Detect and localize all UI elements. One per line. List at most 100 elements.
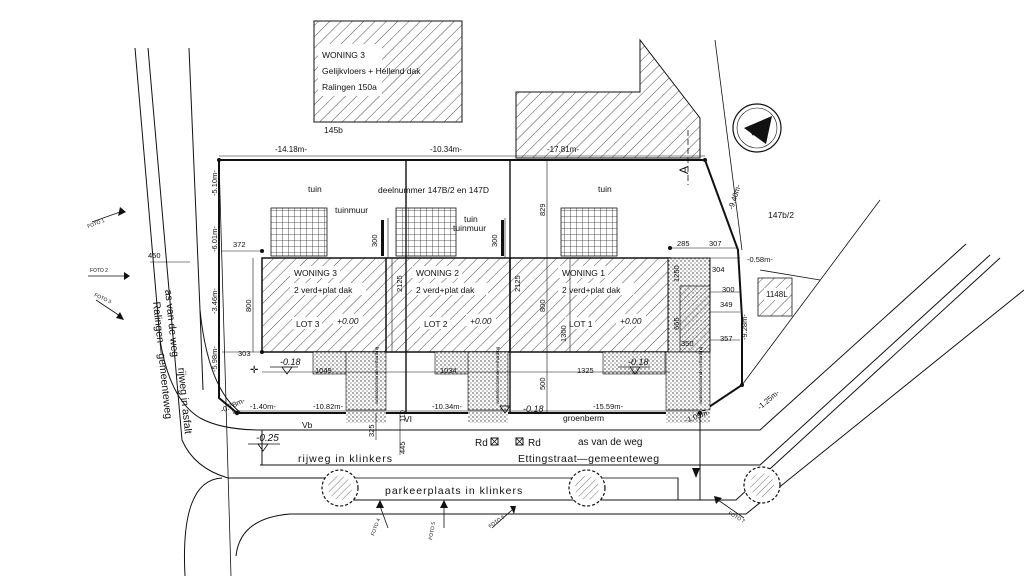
tree bbox=[568, 469, 606, 507]
groenberm-label: groenberm bbox=[563, 413, 604, 423]
measure: 300 bbox=[490, 234, 499, 247]
garden-wall bbox=[381, 220, 384, 256]
section-mark: A bbox=[677, 166, 691, 174]
manhole-icon bbox=[515, 437, 524, 446]
measure: 1250 bbox=[672, 265, 681, 282]
terrace bbox=[270, 207, 328, 257]
house-name: WONING 3 bbox=[294, 268, 337, 278]
house-roof: 2 verd+plat dak bbox=[416, 285, 475, 295]
neighbor-desc: Gelijkvloers + Hellend dak bbox=[322, 66, 421, 76]
measure: 445 bbox=[398, 441, 407, 454]
road-marking: Rd bbox=[528, 438, 541, 449]
neighbor-building: WONING 3 Gelijkvloers + Hellend dak Rali… bbox=[313, 20, 463, 123]
measure: 307 bbox=[709, 239, 722, 248]
house-level: +0.00 bbox=[337, 316, 359, 326]
house-level: +0.00 bbox=[470, 316, 492, 326]
dim-bottom: -10.34m- bbox=[432, 402, 463, 411]
level-value: -0.18 bbox=[280, 357, 301, 367]
front-paving bbox=[312, 351, 711, 423]
tree bbox=[321, 469, 359, 507]
level-markers: -0.18 -0.18 -0.18 -0.25 bbox=[248, 357, 650, 452]
measure: 325 bbox=[367, 424, 376, 437]
dim-bottom: -10.82m- bbox=[313, 402, 344, 411]
measure: 829 bbox=[538, 203, 547, 216]
measure: 1034 bbox=[440, 366, 457, 375]
manhole-icon bbox=[490, 437, 499, 446]
tree bbox=[743, 466, 781, 504]
driveway-label: waterdoorlatende verharding bbox=[495, 346, 500, 404]
top-dimension-line: -14.18m- -10.34m- -17.81m- bbox=[219, 145, 705, 157]
photo-label: FOTO 2 bbox=[90, 268, 108, 274]
measure: 665 bbox=[672, 317, 681, 330]
house-1: WONING 1 2 verd+plat dak LOT 1 +0.00 bbox=[558, 266, 646, 329]
terrace bbox=[560, 207, 618, 257]
house-roof: 2 verd+plat dak bbox=[294, 285, 353, 295]
dim-side: -5.98m- bbox=[210, 346, 219, 372]
measure: 1049 bbox=[315, 366, 332, 375]
photo-label: FOTO 6 bbox=[488, 514, 506, 529]
dim-bottom: -1.40m- bbox=[250, 402, 276, 411]
measure: 304 bbox=[712, 265, 725, 274]
measure: 500 bbox=[538, 377, 547, 390]
dim-side: -5.10m- bbox=[210, 170, 219, 196]
measure: 2125 bbox=[513, 275, 522, 292]
photo-label: FOTO 4 bbox=[370, 518, 382, 537]
road-edge bbox=[759, 269, 821, 281]
garden-label-right: tuin bbox=[598, 184, 612, 194]
neighbor-building-right bbox=[515, 38, 701, 159]
measure: 800 bbox=[244, 299, 253, 312]
dim-top-3: -17.81m- bbox=[547, 145, 579, 154]
neighbor-address: Ralingen 150a bbox=[322, 82, 377, 92]
measure: 349 bbox=[720, 300, 733, 309]
dim-side: -1.25m- bbox=[756, 388, 782, 412]
internal-dimensions bbox=[150, 160, 740, 455]
garden-wall bbox=[501, 220, 504, 256]
road-edge bbox=[714, 39, 743, 251]
dim-side: -3.46m- bbox=[210, 288, 219, 314]
measure: 350 bbox=[681, 339, 694, 348]
dim-top-2: -10.34m- bbox=[430, 145, 462, 154]
house-name: WONING 1 bbox=[562, 268, 605, 278]
driveway-label: waterdoorlatende verharding bbox=[374, 346, 379, 404]
measure: 372 bbox=[233, 240, 246, 249]
dim-bottom: -15.59m- bbox=[593, 402, 624, 411]
parking-label: parkeerplaats in klinkers bbox=[385, 485, 523, 497]
garden-wall-label: tuinmuur bbox=[335, 205, 368, 215]
road-axis-label: as van de weg bbox=[578, 437, 643, 448]
parcel-1148l: 1148L bbox=[766, 290, 788, 299]
measure: 450 bbox=[148, 251, 161, 260]
level-value: -0.18 bbox=[628, 357, 649, 367]
house-name: WONING 2 bbox=[416, 268, 459, 278]
left-road-surface: rijweg in asfalt bbox=[175, 367, 194, 434]
photo-label: FOTO 5 bbox=[428, 521, 437, 540]
arrow-icon bbox=[692, 468, 700, 478]
level-value: -0.18 bbox=[523, 404, 544, 414]
manhole-icon bbox=[490, 437, 499, 446]
measure: 110 bbox=[398, 410, 407, 422]
road-marking: Rd bbox=[475, 438, 488, 449]
measure: 303 bbox=[238, 349, 251, 358]
measurements: 372 800 303 300 300 829 2125 2125 800 13… bbox=[148, 203, 735, 454]
measure: 1325 bbox=[577, 366, 594, 375]
garden-wall-label-2: tuinmuur bbox=[453, 223, 486, 233]
measure: 300 bbox=[722, 285, 735, 294]
measure: 2125 bbox=[395, 275, 404, 292]
manhole-icon bbox=[515, 437, 524, 446]
house-roof: 2 verd+plat dak bbox=[562, 285, 621, 295]
bottom-dimensions: -0.78m- -1.40m- -10.82m- -10.34m- -15.59… bbox=[219, 396, 623, 415]
measure: 1300 bbox=[559, 325, 568, 342]
road-marking: VI bbox=[404, 414, 412, 424]
garden-label-mid: tuin bbox=[464, 214, 478, 224]
driveway-label: waterdoorlatende verharding bbox=[698, 346, 703, 404]
north-arrow-icon: N bbox=[732, 103, 782, 153]
parcel-number: deelnummer 147B/2 en 147D bbox=[378, 185, 489, 195]
measure: 357 bbox=[720, 334, 733, 343]
neighbor-name: WONING 3 bbox=[322, 50, 365, 60]
road-edge bbox=[741, 199, 881, 386]
house-lot: LOT 2 bbox=[424, 319, 448, 329]
dim-side: -0.58m- bbox=[747, 255, 773, 264]
road-edge bbox=[218, 159, 232, 576]
photo-label: FOTO 1 bbox=[87, 218, 106, 230]
street-name: Ettingstraat—gemeenteweg bbox=[518, 453, 660, 465]
